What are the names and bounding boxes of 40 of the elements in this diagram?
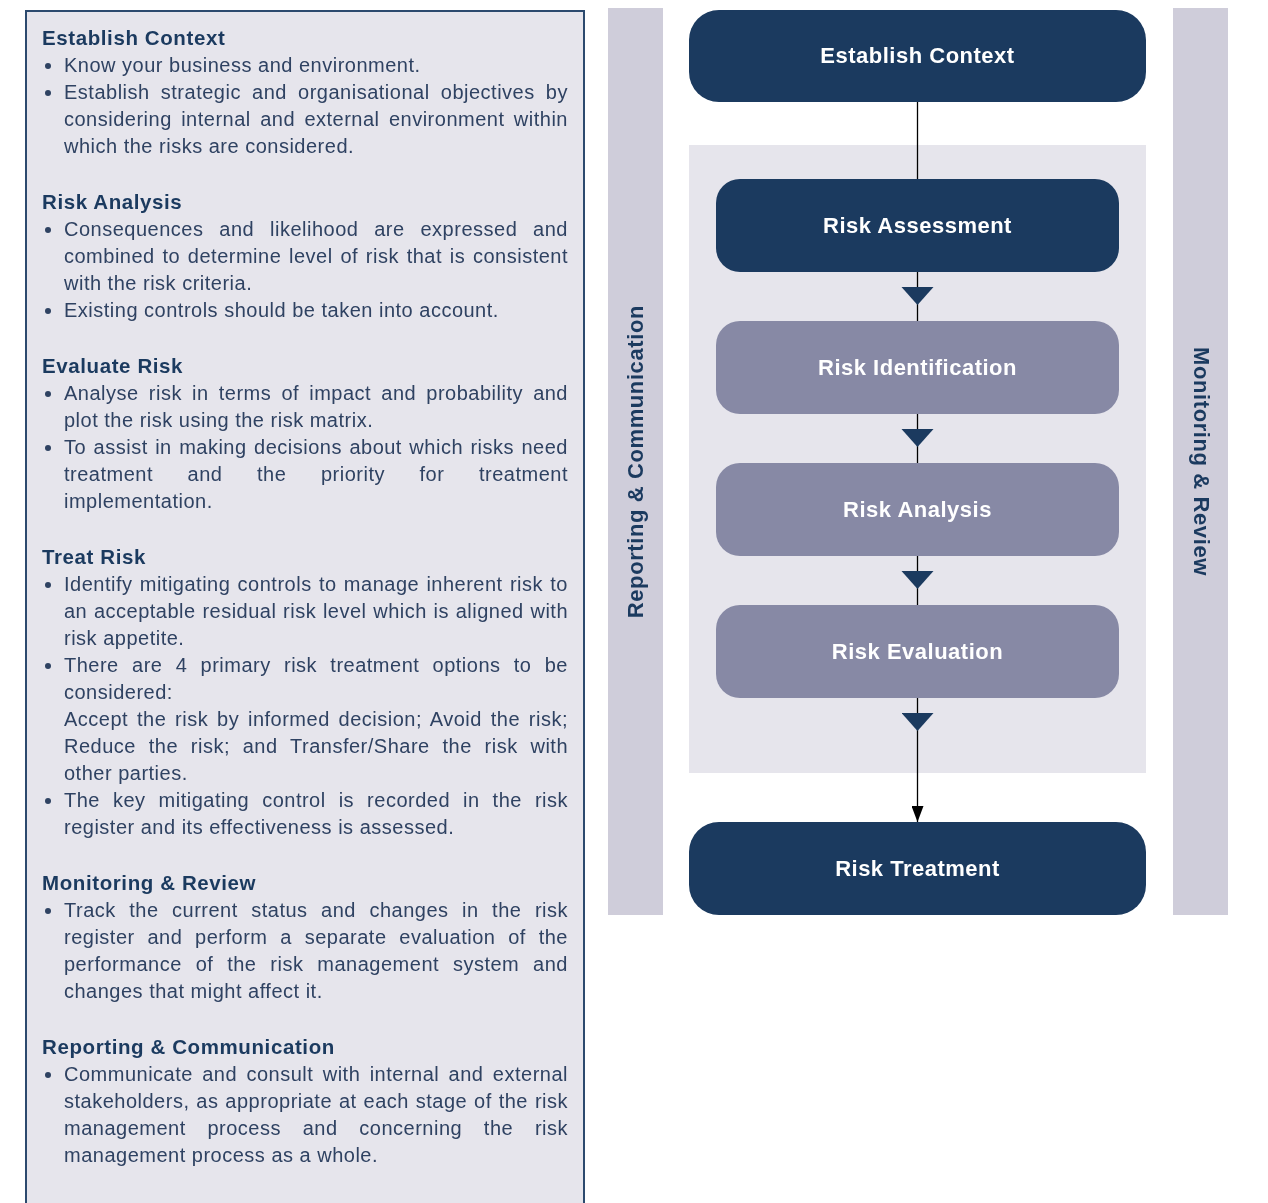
process-box <box>689 10 1146 102</box>
section-heading: Evaluate Risk <box>42 353 185 379</box>
box-label: Risk Treatment <box>835 855 1000 882</box>
box-label: Risk Identification <box>818 354 1017 381</box>
arrow <box>901 413 934 464</box>
box-label: Risk Evaluation <box>831 638 1004 665</box>
process-box <box>716 321 1119 414</box>
section-heading: Establish Context <box>42 25 227 51</box>
arrow <box>901 271 934 322</box>
bullet-text: The key mitigating control is recorded in the risk register and its effectiveness is assessed. <box>42 787 568 841</box>
section-heading: Treat Risk <box>42 544 147 570</box>
band-label: Monitoring & Review <box>1187 347 1214 576</box>
section-heading: Reporting & Communication <box>42 1034 336 1060</box>
bullet-text: Consequences and likelihood are expressed and combined to determine level of risk that is consistent with the risk criteria. <box>42 216 568 297</box>
box-label: Risk Analysis <box>843 496 992 523</box>
section-heading: Risk Analysis <box>42 189 184 215</box>
bullet-text: Existing controls should be taken into account. <box>42 297 568 324</box>
bullet-text: Establish strategic and organisational objectives by considering internal and external environment within which the risks are considered. <box>42 79 568 160</box>
group-background <box>689 145 1146 773</box>
box-label: Risk Assessment <box>823 212 1012 239</box>
text-panel <box>25 10 585 1203</box>
bullet-text: Track the current status and changes in the risk register and perform a separate evaluation of the performance of the risk management system and changes that might affect it. <box>42 897 568 1005</box>
arrow <box>901 555 934 606</box>
section-heading: Monitoring & Review <box>42 870 258 896</box>
process-box <box>689 822 1146 915</box>
bullet-text: Identify mitigating controls to manage inherent risk to an acceptable residual risk level which is aligned with risk appetite. <box>42 571 568 652</box>
side-band <box>608 8 663 915</box>
process-box <box>716 605 1119 698</box>
side-band <box>1173 8 1228 915</box>
bullet-text: Communicate and consult with internal and external stakeholders, as appropriate at each stage of the risk management process and concerning the risk management process as a whole. <box>42 1061 568 1169</box>
bullet-text: Know your business and environment. <box>42 52 568 79</box>
process-box <box>716 463 1119 556</box>
box-label: Establish Context <box>820 43 1015 69</box>
body-text: Accept the risk by informed decision; Avoid the risk; Reduce the risk; and Transfer/Share the risk with other parties. <box>63 707 568 786</box>
band-label: Reporting & Communication <box>622 304 649 619</box>
bullet-text: There are 4 primary risk treatment options to be considered: <box>42 652 568 706</box>
process-box <box>716 179 1119 272</box>
bullet-text: Analyse risk in terms of impact and probability and plot the risk using the risk matrix. <box>42 380 568 434</box>
arrow <box>902 697 934 823</box>
bullet-text: To assist in making decisions about which risks need treatment and the priority for treatment implementation. <box>42 434 568 515</box>
